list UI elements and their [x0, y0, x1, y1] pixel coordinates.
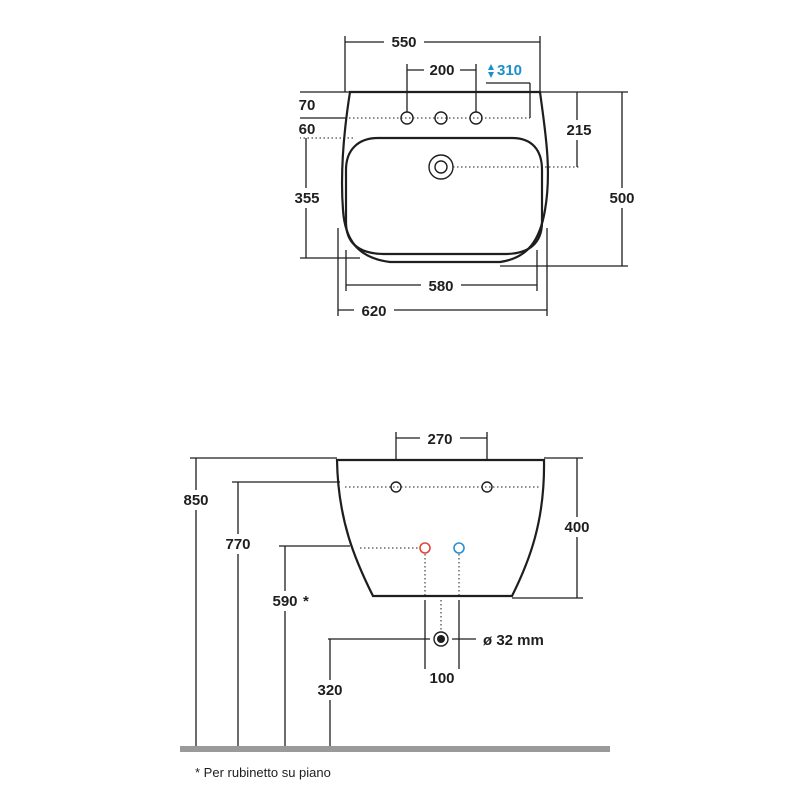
- side-tap-hole-left: [390, 481, 402, 493]
- drain-inner: [434, 160, 448, 174]
- floor-line: [180, 746, 610, 752]
- dim-355-label: 355: [294, 190, 319, 207]
- dim-580-label: 580: [428, 278, 453, 295]
- dim-400-bg: [558, 517, 598, 537]
- tap-hole-left: [400, 111, 414, 125]
- dim-620-bg: [354, 301, 394, 319]
- dim-100-bg: [424, 669, 460, 687]
- dim-550-label: 550: [391, 34, 416, 51]
- dim-500-label: 500: [609, 190, 634, 207]
- dim-310-label: 310: [497, 62, 522, 79]
- footnote: * Per rubinetto su piano: [195, 765, 331, 780]
- dim-850-label: 850: [183, 492, 208, 509]
- side-drain-inner: [437, 635, 445, 643]
- dim-70-label: 70: [299, 97, 316, 114]
- dim-60-label: 60: [299, 121, 316, 138]
- dim-215-label: 215: [566, 122, 591, 139]
- dim-500-bg: [603, 188, 641, 208]
- side-view: 270 ø 32 mm 100 400 850: [176, 429, 610, 752]
- cold-supply-icon: [453, 542, 465, 554]
- dim-580-bg: [421, 276, 461, 294]
- dim-320-label: 320: [317, 682, 342, 699]
- top-view: 550 200 310 70 60 355 215 500: [288, 32, 641, 320]
- dim-215-bg: [560, 120, 598, 140]
- dim-590-bg: [266, 591, 318, 611]
- dim-100-label: 100: [429, 670, 454, 687]
- dim-320-bg: [310, 680, 350, 700]
- dim-310-arrow-up-icon: [488, 64, 494, 70]
- dim-355-bg: [288, 188, 326, 208]
- dim-310-arrow-down-icon: [488, 72, 494, 78]
- drain-diameter-label: ø 32 mm: [483, 632, 544, 649]
- dim-270-label: 270: [427, 431, 452, 448]
- basin-side-outline: [335, 458, 546, 598]
- hot-supply-icon: [419, 542, 431, 554]
- dim-850-bg: [176, 490, 216, 510]
- dim-270-bg: [420, 429, 460, 447]
- dim-200-label: 200: [429, 62, 454, 79]
- dim-550-bg: [384, 32, 424, 50]
- dim-770-bg: [218, 534, 258, 554]
- dim-400-label: 400: [564, 519, 589, 536]
- tap-hole-right: [469, 111, 483, 125]
- dim-590-note-mark: *: [303, 593, 309, 610]
- bowl-outline: [344, 136, 544, 256]
- dim-200-bg: [424, 60, 460, 78]
- basin-top-outline: [340, 90, 550, 264]
- dim-620-label: 620: [361, 303, 386, 320]
- dim-770-label: 770: [225, 536, 250, 553]
- dim-590-label: 590: [272, 593, 297, 610]
